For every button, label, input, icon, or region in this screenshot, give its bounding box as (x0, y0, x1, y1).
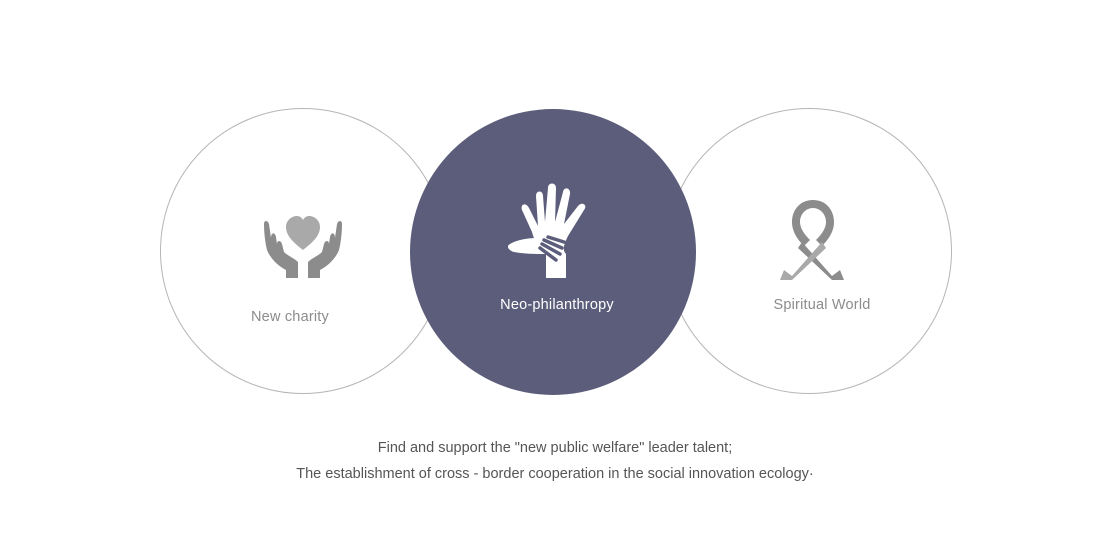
label-neo-philanthropy: Neo-philanthropy (500, 297, 614, 313)
label-spiritual-world: Spiritual World (773, 297, 871, 313)
hands-heart-icon (264, 216, 342, 278)
description-line-2: The establishment of cross - border coop… (296, 466, 814, 482)
awareness-ribbon-icon (780, 200, 844, 280)
label-new-charity: New charity (251, 309, 329, 325)
helping-hands-icon (508, 183, 586, 278)
description-line-1: Find and support the "new public welfare… (377, 440, 733, 456)
